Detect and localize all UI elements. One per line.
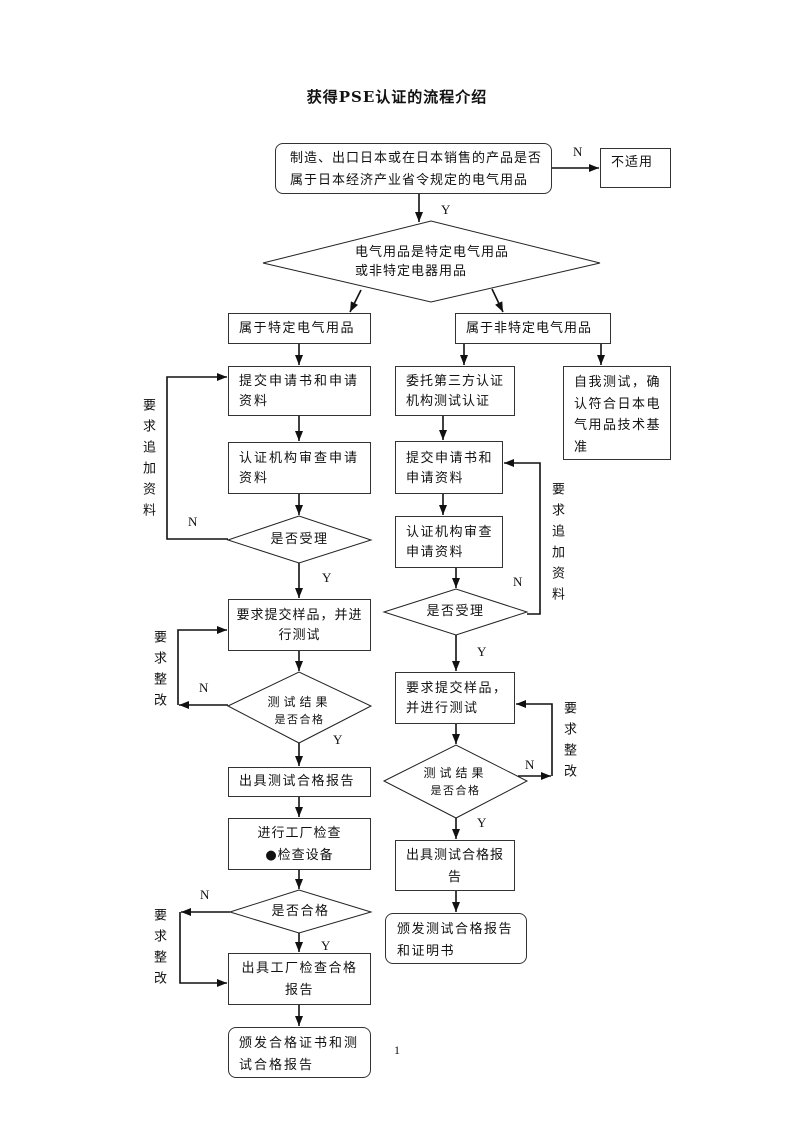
specified-test-result-decision-diamond <box>226 671 373 744</box>
specified-accepted-decision-diamond <box>226 515 373 564</box>
label-yes-non-specified-test: Y <box>477 815 487 830</box>
non-specified-test-report-line-1: 出具测试合格报 <box>405 848 504 863</box>
label-no-non-specified-test: N <box>525 757 535 772</box>
third-party-testing-line-2: 机构测试认证 <box>406 394 491 409</box>
specified-category-box: 属于特定电气用品 <box>228 313 371 344</box>
specified-inspection-pass-question: 是否合格 <box>271 904 330 919</box>
non-specified-issue-line-1: 颁发测试合格报告 <box>397 922 514 937</box>
non-specified-submit-samples-box: 要求提交样品， 并进行测试 <box>395 672 515 724</box>
non-specified-submit-application-box: 提交申请书和 申请资料 <box>395 441 503 494</box>
non-specified-submit-samples-line-1: 要求提交样品， <box>406 681 508 696</box>
non-specified-agency-review-line-1: 认证机构审查 <box>406 525 494 540</box>
self-testing-line-2: 认符合日本电 <box>574 396 662 412</box>
arrow-category-to-non-specified <box>491 288 504 313</box>
specified-agency-review-line-2: 资料 <box>239 471 270 486</box>
specified-factory-inspection-line-2: ●检查设备 <box>265 848 334 863</box>
specified-certificate-line-2: 试合格报告 <box>239 1058 315 1073</box>
non-specified-agency-review-box: 认证机构审查 申请资料 <box>395 516 503 568</box>
specified-inspection-report-line-2: 报告 <box>284 983 314 998</box>
self-testing-line-4: 准 <box>574 439 589 455</box>
specified-inspection-report-line-1: 出具工厂检查合格 <box>241 961 358 976</box>
specified-accepted-question: 是否受理 <box>270 532 329 547</box>
non-specified-issue-line-2: 和证明书 <box>397 944 456 959</box>
non-specified-test-result-line-1: 测试结果 <box>423 766 488 780</box>
specified-test-report-box: 出具测试合格报告 <box>228 767 371 797</box>
arrow-non-specified-accept-no-loop <box>504 459 541 615</box>
category-question-line-2: 或非特定电器用品 <box>355 264 468 279</box>
specified-test-report-label: 出具测试合格报告 <box>239 774 356 789</box>
self-testing-line-1: 自我测试，确 <box>574 375 662 390</box>
specified-submit-application-line-1: 提交申请书和申请 <box>239 374 360 389</box>
category-question-text: 电气用品是特定电气用品 或非特定电器用品 <box>355 243 509 281</box>
label-yes-non-specified-accept: Y <box>477 644 487 659</box>
arrow-specified-accept-no-loop <box>166 373 228 540</box>
specified-agency-review-line-1: 认证机构审查申请 <box>239 451 360 466</box>
arrow-specified-test-no-loop <box>177 626 227 705</box>
third-party-testing-box: 委托第三方认证 机构测试认证 <box>395 366 515 416</box>
scope-question-line-2: 属于日本经济产业省令规定的电气用品 <box>290 173 529 188</box>
specified-submit-application-box: 提交申请书和申请 资料 <box>228 366 371 416</box>
specified-request-rectification-after-inspection-note: 要求整改 <box>151 908 166 992</box>
label-no-specified-test: N <box>199 680 209 695</box>
specified-test-result-line-2: 是否合格 <box>274 713 325 726</box>
non-specified-request-more-documents-note: 要求追加资料 <box>549 482 564 608</box>
not-applicable-label: 不适用 <box>611 155 654 170</box>
non-specified-test-result-question: 测试结果 是否合格 <box>384 764 527 800</box>
specified-agency-review-box: 认证机构审查申请 资料 <box>228 442 371 494</box>
arrow-non-specified-test-no-loop <box>516 700 553 776</box>
label-yes-specified-test: Y <box>333 732 343 747</box>
non-specified-test-result-decision-diamond <box>382 744 529 819</box>
self-testing-line-3: 气用品技术基 <box>574 418 662 433</box>
specified-test-result-line-1: 测试结果 <box>267 695 332 709</box>
non-specified-category-label: 属于非特定电气用品 <box>466 321 593 336</box>
specified-factory-inspection-line-1: 进行工厂检查 <box>257 826 342 841</box>
label-no-scope: N <box>573 144 583 159</box>
specified-inspection-report-box: 出具工厂检查合格 报告 <box>228 953 371 1005</box>
specified-inspection-pass-decision-diamond <box>228 889 373 934</box>
label-yes-specified-pass: Y <box>321 938 331 953</box>
non-specified-category-box: 属于非特定电气用品 <box>455 313 611 344</box>
non-specified-agency-review-line-2: 申请资料 <box>406 545 465 560</box>
specified-request-rectification-note: 要求整改 <box>151 630 166 714</box>
non-specified-submit-samples-line-2: 并进行测试 <box>406 701 479 716</box>
specified-test-result-question: 测试结果 是否合格 <box>228 693 371 729</box>
scope-question-line-1: 制造、出口日本或在日本销售的产品是否 <box>290 151 543 166</box>
label-no-specified-accept: N <box>188 514 198 529</box>
category-decision-diamond <box>262 220 601 303</box>
specified-factory-inspection-box: 进行工厂检查 ●检查设备 <box>228 818 371 870</box>
third-party-testing-line-1: 委托第三方认证 <box>406 374 505 389</box>
non-specified-request-rectification-note: 要求整改 <box>561 701 576 785</box>
non-specified-issue-box: 颁发测试合格报告 和证明书 <box>385 913 527 964</box>
non-specified-test-result-line-2: 是否合格 <box>430 784 481 797</box>
page-number: 1 <box>394 1043 400 1057</box>
label-yes-scope: Y <box>441 202 451 217</box>
specified-submit-samples-line-1: 要求提交样品，并进 <box>236 608 363 623</box>
non-specified-submit-application-line-2: 申请资料 <box>406 471 465 486</box>
specified-submit-samples-line-2: 行测试 <box>278 628 321 643</box>
not-applicable-box: 不适用 <box>600 148 671 188</box>
document-title: 获得PSE认证的流程介绍 <box>306 88 488 106</box>
arrow-category-to-specified <box>349 289 362 313</box>
category-question-line-1: 电气用品是特定电气用品 <box>355 245 510 260</box>
specified-category-label: 属于特定电气用品 <box>239 321 356 336</box>
label-no-specified-pass: N <box>200 887 210 902</box>
label-yes-specified-accept: Y <box>322 570 332 585</box>
specified-request-more-documents-note: 要求追加资料 <box>140 398 155 524</box>
non-specified-accepted-decision-diamond <box>382 588 529 636</box>
scope-question-box: 制造、出口日本或在日本销售的产品是否 属于日本经济产业省令规定的电气用品 <box>275 143 552 194</box>
specified-submit-samples-box: 要求提交样品，并进 行测试 <box>228 599 371 651</box>
label-no-non-specified-accept: N <box>513 574 523 589</box>
non-specified-test-report-line-2: 告 <box>447 870 462 885</box>
arrow-specified-pass-no-loop <box>179 912 227 987</box>
specified-submit-application-line-2: 资料 <box>239 394 270 409</box>
non-specified-submit-application-line-1: 提交申请书和 <box>406 451 494 466</box>
specified-certificate-box: 颁发合格证书和测 试合格报告 <box>228 1027 371 1078</box>
self-testing-box: 自我测试，确 认符合日本电 气用品技术基 准 <box>563 366 671 460</box>
specified-certificate-line-1: 颁发合格证书和测 <box>239 1036 360 1051</box>
non-specified-test-report-box: 出具测试合格报 告 <box>395 840 515 891</box>
non-specified-accepted-question: 是否受理 <box>426 604 485 619</box>
